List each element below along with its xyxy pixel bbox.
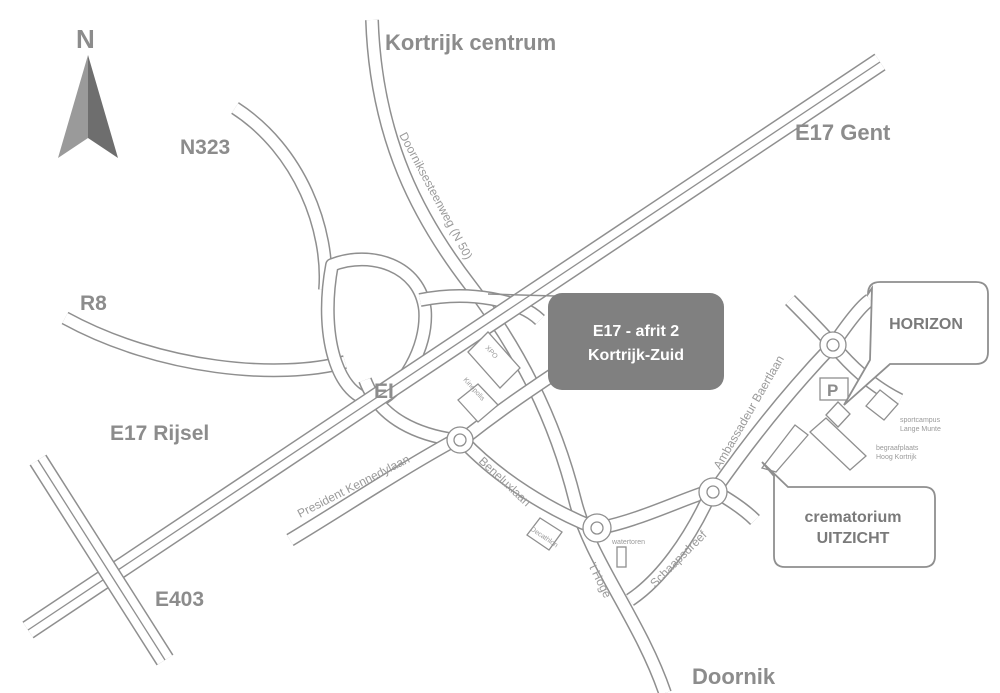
north-arrow-icon: N [58,24,118,158]
north-label: N [76,24,95,54]
building-kinepolis [457,383,499,423]
label-e17-rijsel: E17 Rijsel [110,422,209,445]
label-parking: P [827,381,838,400]
roundabouts [446,331,847,543]
callout-exit-line2: Kortrijk-Zuid [588,347,684,364]
label-schaapsdreef: Schaapsdreef [647,527,710,590]
label-watertoren: watertoren [611,539,645,546]
label-doornik: Doornik [692,664,776,689]
callout-horizon-text: HORIZON [889,316,963,333]
highways [22,53,886,666]
label-e17-gent: E17 Gent [795,120,891,145]
label-ei: EI [374,380,394,403]
parking-icon [819,377,849,401]
building-decathlon [526,517,563,551]
callout-crematorium-line2: UITZICHT [817,530,890,547]
callout-exit-line1: E17 - afrit 2 [593,323,679,340]
label-sportcampus-1: sportcampus [900,417,941,424]
building-crematorium [760,424,809,473]
label-n323: N323 [180,136,230,159]
callout-exit: E17 - afrit 2 Kortrijk-Zuid [487,293,724,390]
callout-crematorium-box [761,461,936,568]
callout-crematorium-line1: crematorium [805,509,902,526]
label-r8: R8 [80,292,107,315]
callout-horizon: HORIZON [843,281,989,406]
begraafplaats-area [809,417,867,471]
watertoren-icon [616,546,627,568]
label-begraafplaats-2: Hoog Kortrijk [876,454,917,461]
local-roads [61,19,904,693]
label-begraafplaats-1: begraafplaats [876,445,919,452]
callout-exit-box [548,293,724,390]
label-president-kennedylaan: President Kennedylaan [295,452,412,521]
callout-horizon-box [843,281,989,406]
label-sportcampus-2: Lange Munte [900,426,941,433]
major-labels: Kortrijk centrum E17 Gent N323 R8 E17 Ri… [80,30,891,689]
label-e403: E403 [155,588,204,611]
callout-crematorium: crematorium UITZICHT [761,461,936,568]
building-sportcampus [865,389,899,421]
building-horizon [825,401,851,428]
label-kortrijk-centrum: Kortrijk centrum [385,30,556,55]
buildings [457,331,899,568]
label-beneluxlaan: Beneluxlaan [476,454,534,509]
building-xpo [467,331,521,389]
